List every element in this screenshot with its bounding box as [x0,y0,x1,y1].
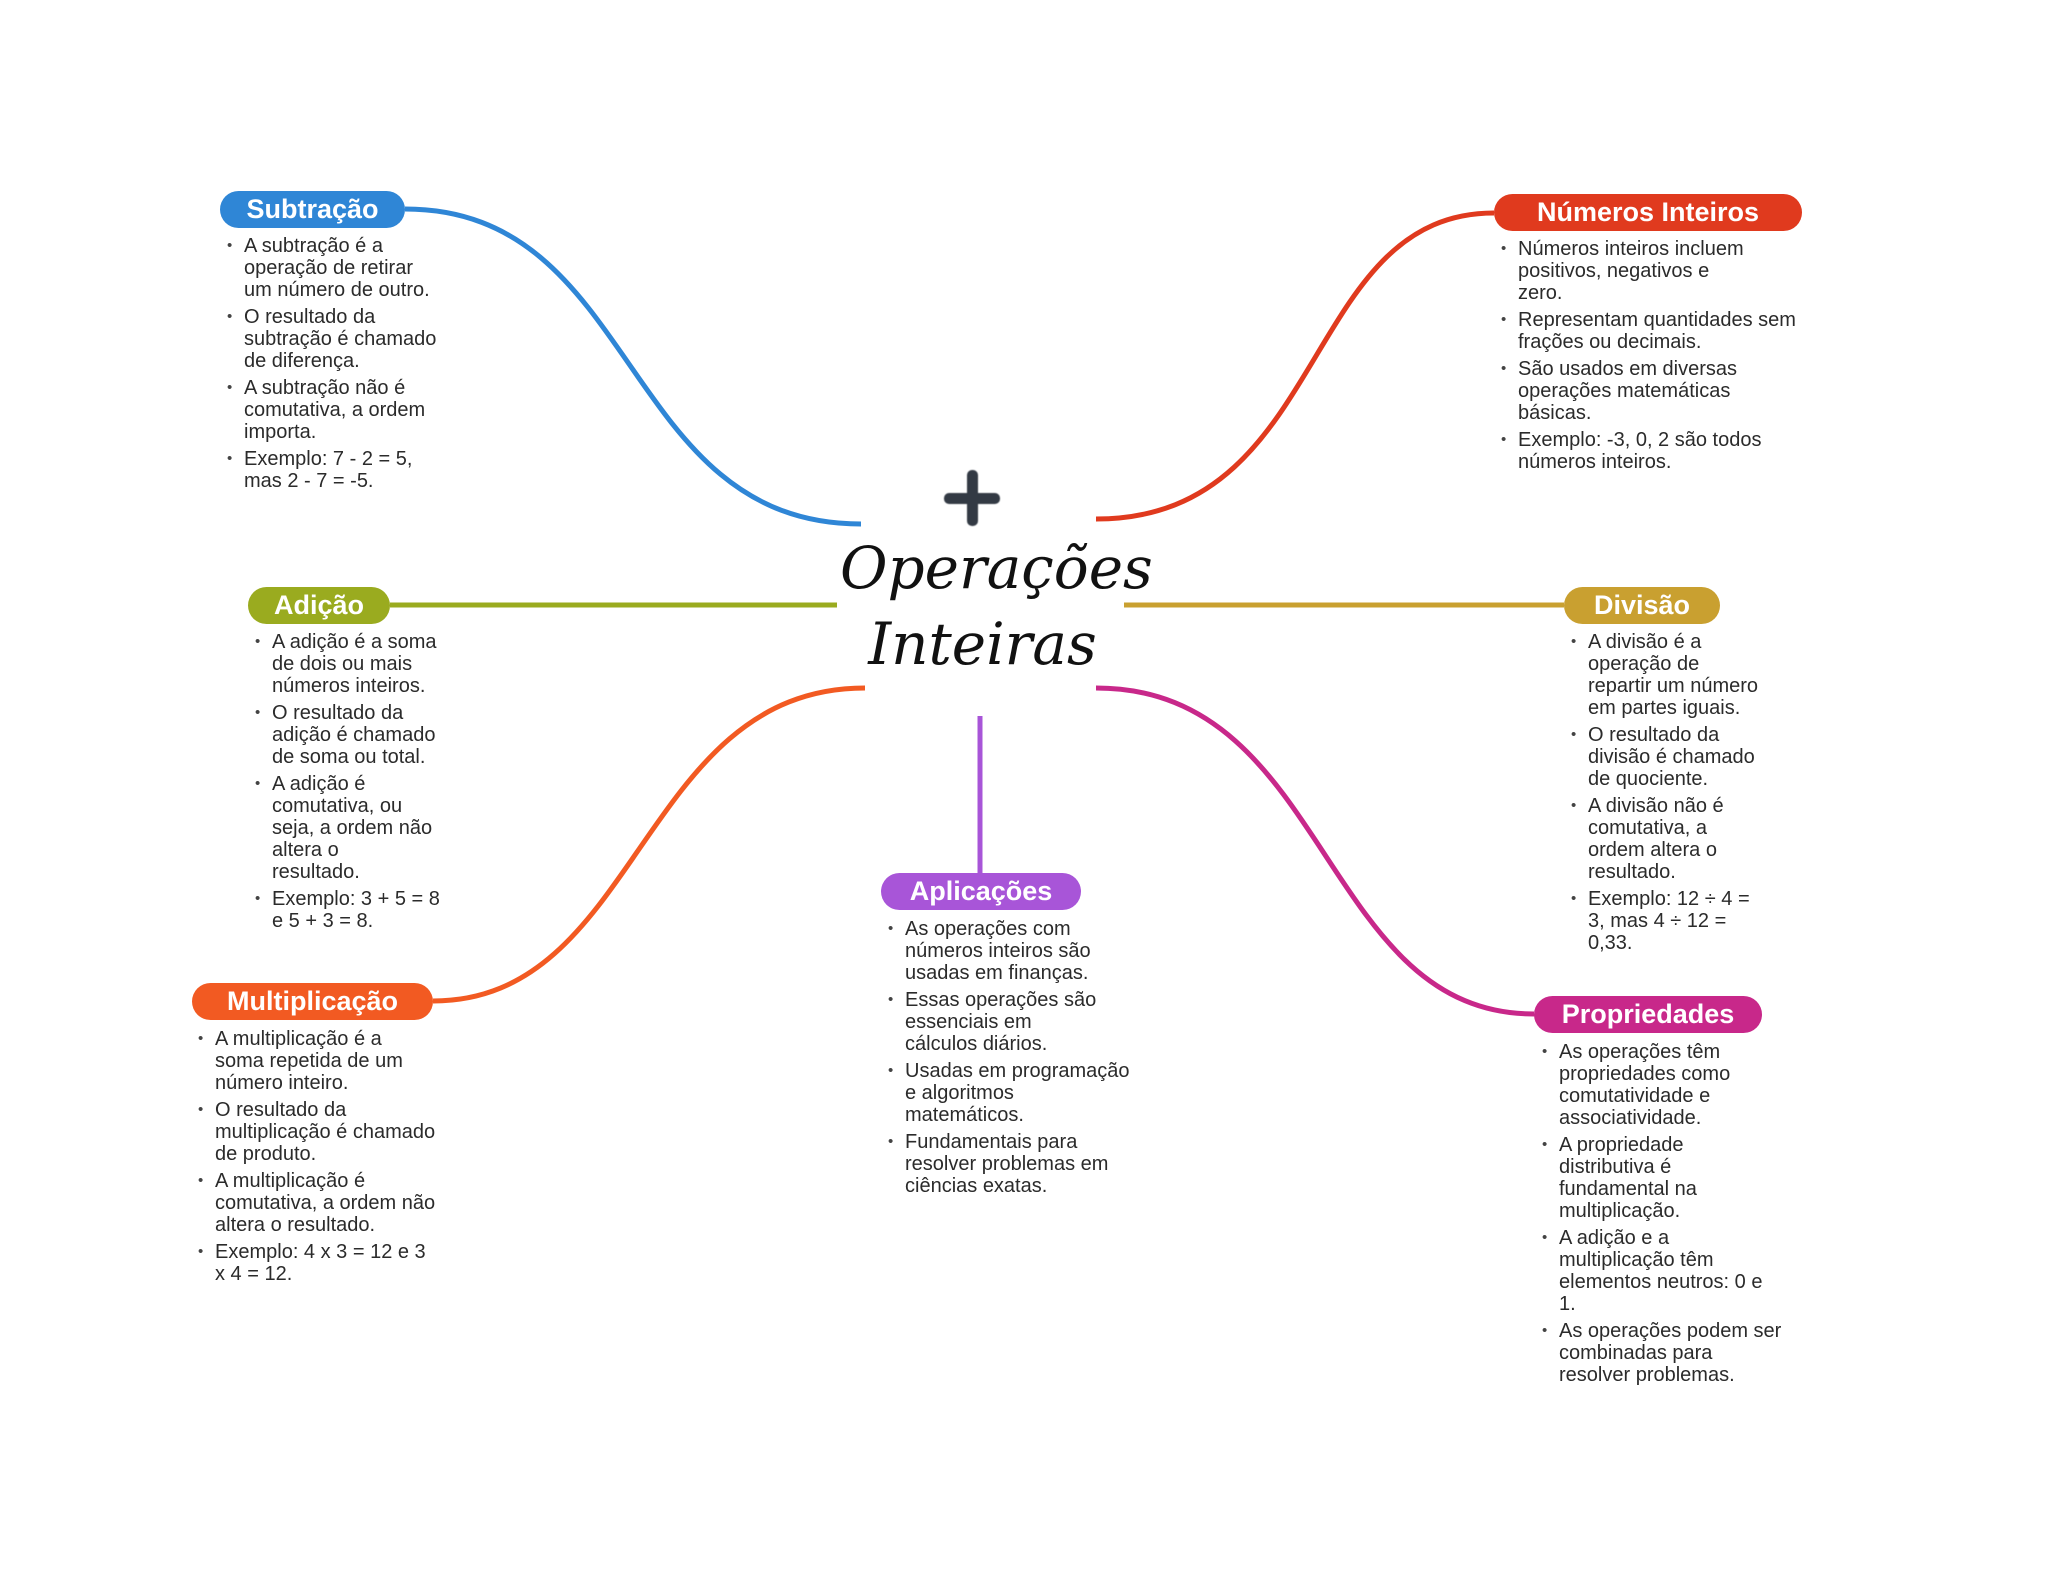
topic-numeros-inteiros[interactable]: Números Inteiros [1494,194,1802,231]
note-item: Números inteiros incluem positivos, nega… [1501,238,1796,304]
connector-numeros-inteiros [1095,210,1495,522]
notes-numeros-inteiros: Números inteiros incluem positivos, nega… [1501,238,1796,478]
note-item: Exemplo: 12 ÷ 4 = 3, mas 4 ÷ 12 = 0,33. [1571,888,1758,954]
note-item: As operações com números inteiros são us… [888,918,1130,984]
notes-subtracao: A subtração é a operação de retirar um n… [227,235,436,497]
note-item: A divisão não é comutativa, a ordem alte… [1571,795,1758,883]
note-item: Exemplo: 4 x 3 = 12 e 3 x 4 = 12. [198,1241,435,1285]
topic-adicao[interactable]: Adição [248,587,390,624]
note-item: A adição e a multiplicação têm elementos… [1542,1227,1781,1315]
topic-divisao[interactable]: Divisão [1564,587,1720,624]
note-item: Essas operações são essenciais em cálcul… [888,989,1130,1055]
note-item: Usadas em programação e algoritmos matem… [888,1060,1130,1126]
connector-multiplicacao [432,685,866,1004]
notes-adicao: A adição é a soma de dois ou mais número… [255,631,440,937]
note-item: A multiplicação é comutativa, a ordem nã… [198,1170,435,1236]
note-item: São usados em diversas operações matemát… [1501,358,1796,424]
central-title-line1: Operações [840,534,1153,602]
notes-aplicacoes: As operações com números inteiros são us… [888,918,1130,1202]
topic-aplicacoes[interactable]: Aplicações [881,873,1081,910]
notes-divisao: A divisão é a operação de repartir um nú… [1571,631,1758,959]
note-item: A propriedade distributiva é fundamental… [1542,1134,1781,1222]
note-item: O resultado da divisão é chamado de quoc… [1571,724,1758,790]
central-topic[interactable]: Operações Inteiras [840,530,1153,682]
note-item: O resultado da multiplicação é chamado d… [198,1099,435,1165]
note-item: A subtração não é comutativa, a ordem im… [227,377,436,443]
central-title-line2: Inteiras [868,610,1097,678]
topic-propriedades[interactable]: Propriedades [1534,996,1762,1033]
connector-propriedades [1095,685,1535,1017]
note-item: Representam quantidades sem frações ou d… [1501,309,1796,353]
notes-multiplicacao: A multiplicação é a soma repetida de um … [198,1028,435,1290]
topic-multiplicacao[interactable]: Multiplicação [192,983,433,1020]
note-item: As operações podem ser combinadas para r… [1542,1320,1781,1386]
note-item: A divisão é a operação de repartir um nú… [1571,631,1758,719]
note-item: Exemplo: -3, 0, 2 são todos números inte… [1501,429,1796,473]
connector-subtracao [404,206,862,527]
note-item: A adição é comutativa, ou seja, a ordem … [255,773,440,883]
topic-subtracao[interactable]: Subtração [220,191,405,228]
note-item: As operações têm propriedades como comut… [1542,1041,1781,1129]
note-item: O resultado da adição é chamado de soma … [255,702,440,768]
note-item: O resultado da subtração é chamado de di… [227,306,436,372]
plus-icon [944,470,1000,526]
note-item: A subtração é a operação de retirar um n… [227,235,436,301]
note-item: Exemplo: 7 - 2 = 5, mas 2 - 7 = -5. [227,448,436,492]
note-item: Exemplo: 3 + 5 = 8 e 5 + 3 = 8. [255,888,440,932]
note-item: Fundamentais para resolver problemas em … [888,1131,1130,1197]
note-item: A adição é a soma de dois ou mais número… [255,631,440,697]
note-item: A multiplicação é a soma repetida de um … [198,1028,435,1094]
notes-propriedades: As operações têm propriedades como comut… [1542,1041,1781,1391]
